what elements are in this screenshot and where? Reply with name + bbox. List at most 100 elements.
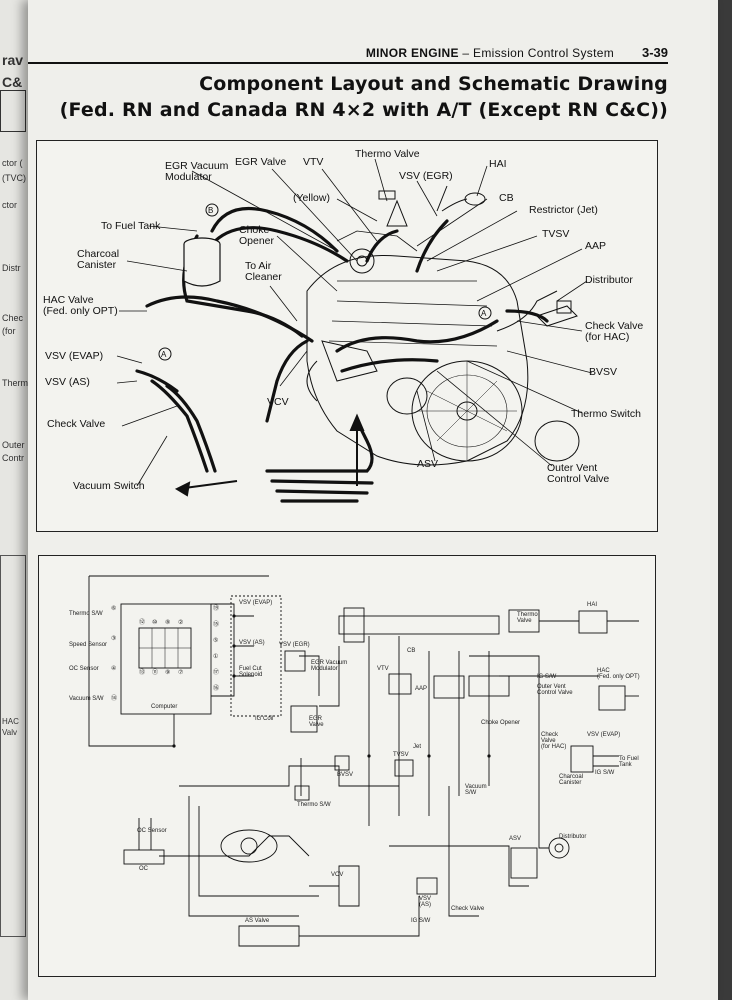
prev-page-fragment: rav (2, 52, 24, 68)
schematic-label-thermo-sw: Thermo S/W (69, 611, 103, 617)
prev-page-fragment: Chec (2, 313, 24, 323)
schematic-label-computer: Computer (151, 704, 178, 710)
schematic-drawing-panel: ⑫ ⑩ ⑧ ② ⑬ ⑪ ⑨ ⑦ ⑲ ⑮ ⑤ ① ⑰ ⑯ ⑥ ③ ④ ⑭ Ther… (38, 555, 656, 977)
label-check-valve-hac: Check Valve (for HAC) (585, 320, 644, 343)
pin-number: ⑲ (213, 606, 220, 612)
vacuum-hoses (135, 206, 549, 503)
charcoal-canister-shape (183, 237, 221, 287)
schematic-label-cb: CB (407, 648, 416, 654)
schematic-label-vsv-egr: VSV (EGR) (279, 642, 310, 648)
pin-number: ② (178, 620, 184, 626)
engine-outline (306, 185, 580, 466)
circle-markers (158, 203, 492, 361)
prev-page-fragment: (TVC) (2, 173, 26, 183)
pin-number: ⑨ (165, 670, 171, 676)
schematic-label-asv: ASV (509, 836, 522, 842)
label-charcoal-canister: Charcoal Canister (77, 248, 120, 271)
label-hai: HAI (489, 158, 507, 170)
schematic-label-hac: HAC (Fed. only OPT) (597, 668, 640, 680)
pin-number: ⑧ (165, 620, 171, 626)
schematic-label-thermo-sw-bottom: Thermo S/W (297, 802, 331, 808)
manual-page: MINOR ENGINE – Emission Control System 3… (28, 0, 718, 1000)
schematic-label-thermo-valve: Thermo Valve (517, 612, 538, 624)
header-rule (28, 62, 668, 64)
prev-page-box (0, 555, 26, 937)
schematic-wiring (88, 575, 639, 947)
label-hac-valve: HAC Valve (Fed. only OPT) (43, 294, 118, 317)
marker-a: A (161, 350, 167, 359)
schematic-label-vsv-as-bottom: VSV (AS) (419, 896, 432, 908)
label-bvsv: BVSV (589, 366, 618, 378)
header-subsection: Emission Control System (473, 46, 614, 60)
schematic-label-outer-vent-control-valve: Outer Vent Control Valve (537, 684, 573, 696)
pin-number: ⑤ (213, 638, 219, 644)
pin-number: ⑪ (152, 670, 159, 676)
schematic-label-distributor: Distributor (559, 834, 587, 840)
pin-number: ⑰ (213, 670, 220, 676)
label-asv: ASV (417, 458, 439, 470)
pin-number: ④ (111, 666, 117, 672)
pin-number: ⑬ (139, 670, 146, 676)
schematic-label-jet: Jet (413, 744, 422, 750)
pin-number: ⑯ (213, 686, 220, 692)
prev-page-fragment: Contr (2, 453, 25, 463)
schematic-label-vsv-as: VSV (AS) (239, 640, 265, 646)
schematic-label-charcoal-canister: Charcoal Canister (559, 774, 584, 786)
schematic-label-to-fuel-tank: To Fuel Tank (619, 756, 639, 768)
schematic-label-check-valve-hac: Check Valve (for HAC) (541, 732, 567, 750)
leader-lines (116, 158, 593, 487)
label-outer-vent-control-valve: Outer Vent Control Valve (547, 462, 610, 485)
pin-number: ① (213, 654, 219, 660)
label-distributor: Distributor (585, 274, 633, 286)
label-vsv-as: VSV (AS) (45, 376, 90, 388)
label-to-fuel-tank: To Fuel Tank (101, 220, 161, 232)
prev-page-fragment: Distr (2, 263, 21, 273)
schematic-label-ig-sw-bottom: IG S/W (411, 918, 431, 924)
schematic-label-as-valve: AS Valve (245, 918, 270, 924)
schematic-label-bvsv: BVSV (337, 772, 354, 778)
schematic-label-vacuum-sw-bottom: Vacuum S/W (465, 784, 487, 796)
pin-number: ⑩ (152, 620, 158, 626)
header-section: MINOR ENGINE (365, 46, 459, 60)
schematic-label-speed-sensor: Speed Sensor (69, 642, 108, 648)
prev-page-fragment: HAC (2, 717, 19, 726)
label-cb: CB (499, 192, 514, 204)
page-number: 3-39 (641, 45, 668, 60)
label-to-air-cleaner: To Air Cleaner (245, 260, 282, 283)
schematic-connector-dots (172, 614, 491, 758)
prev-page-fragment: Outer (2, 440, 25, 450)
label-vtv: VTV (303, 156, 324, 168)
pin-number: ⑦ (178, 670, 184, 676)
pin-number: ⑮ (213, 622, 220, 628)
schematic-label-vcv: VCV (331, 872, 344, 878)
schematic-label-egr-vacuum-modulator: EGR Vacuum Modulator (311, 660, 348, 672)
header-text: MINOR ENGINE – Emission Control System (366, 46, 614, 60)
label-egr-vacuum-modulator: EGR Vacuum Modulator (165, 160, 229, 183)
label-check-valve: Check Valve (47, 418, 106, 430)
label-egr-valve: EGR Valve (235, 156, 287, 168)
schematic-label-ig-sw-right: IG S/W (595, 770, 615, 776)
label-vsv-egr: VSV (EGR) (399, 170, 453, 182)
page-title-line-1: Component Layout and Schematic Drawing (199, 73, 668, 95)
label-vsv-evap: VSV (EVAP) (45, 350, 104, 362)
prev-page-fragment: (for (2, 326, 16, 336)
schematic-label-oc-sensor: OC Sensor (69, 666, 99, 672)
pin-number: ⑭ (111, 696, 118, 702)
schematic-label-vsv-evap-right: VSV (EVAP) (587, 732, 621, 738)
pin-number: ⑥ (111, 606, 117, 612)
schematic-label-choke-opener: Choke Opener (481, 720, 521, 726)
schematic-label-vtv: VTV (377, 666, 389, 672)
label-choke-opener: Choke Opener (239, 224, 275, 247)
schematic-label-ig-sw: IG S/W (537, 674, 557, 680)
label-vacuum-switch: Vacuum Switch (73, 480, 145, 492)
prev-page-box (0, 90, 26, 132)
schematic-label-aap: AAP (415, 686, 428, 692)
prev-page-fragment: C& (2, 74, 23, 90)
label-yellow: (Yellow) (293, 192, 330, 204)
label-tvsv: TVSV (542, 228, 570, 240)
prev-page-fragment: ctor ( (2, 158, 23, 168)
prev-page-fragment: ctor (2, 200, 18, 210)
marker-b: B (208, 206, 214, 215)
schematic-label-hai: HAI (587, 602, 598, 608)
marker-a: A (481, 309, 487, 318)
